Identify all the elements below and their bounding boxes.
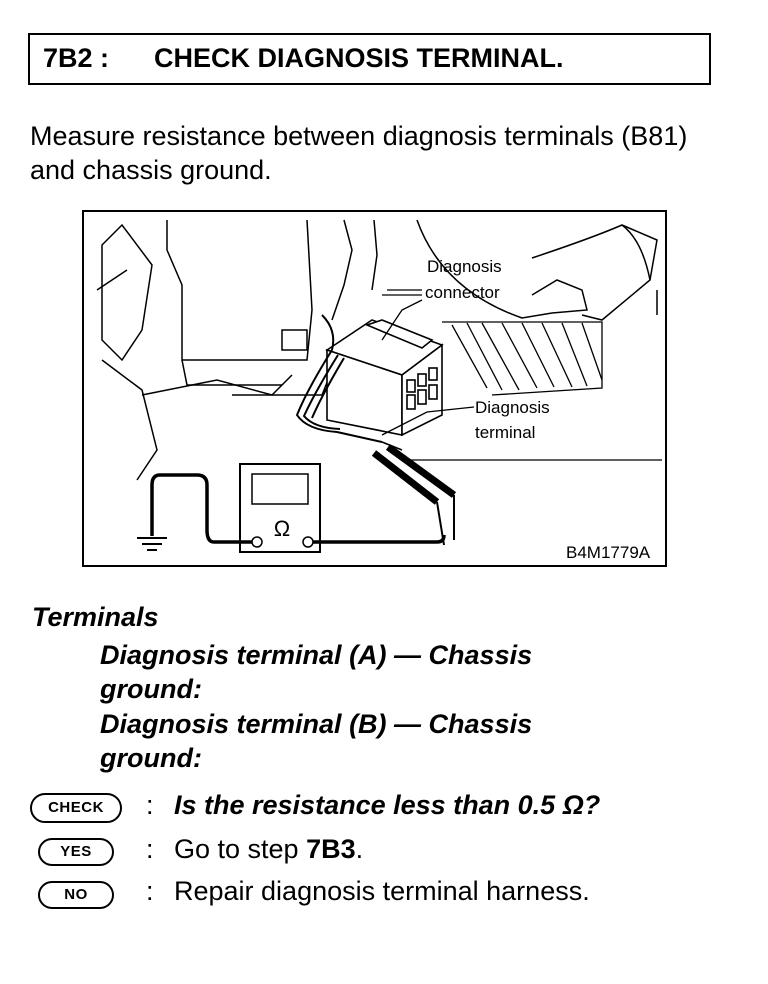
terminal-item: Diagnosis terminal (B) — Chassis ground:	[100, 707, 680, 775]
step-number: 7B2 :	[43, 43, 110, 73]
yes-colon: :	[146, 834, 154, 864]
yes-answer-step: 7B3	[306, 834, 356, 864]
check-question: Is the resistance less than 0.5 Ω?	[174, 790, 601, 820]
step-title: CHECK DIAGNOSIS TERMINAL.	[154, 43, 564, 73]
yes-badge: YES	[38, 838, 114, 866]
terminal-item: Diagnosis terminal (A) — Chassis ground:	[100, 638, 680, 706]
diagnosis-figure: Ω Diagnosis connector Diagnosis terminal…	[82, 210, 667, 567]
terminal-item-line2: ground:	[100, 743, 202, 773]
terminal-label-line1: Diagnosis	[475, 398, 550, 417]
ground-symbol	[137, 537, 167, 551]
no-badge: NO	[38, 881, 114, 909]
terminal-item-line1: Diagnosis terminal (A) — Chassis	[100, 640, 533, 670]
figure-code: B4M1779A	[566, 543, 651, 562]
ohm-symbol: Ω	[274, 516, 290, 541]
harness-wires	[295, 314, 345, 433]
instruction-text: Measure resistance between diagnosis ter…	[30, 121, 688, 185]
check-colon: :	[146, 790, 154, 820]
step-header: 7B2 : CHECK DIAGNOSIS TERMINAL.	[28, 33, 711, 85]
check-badge: CHECK	[30, 793, 122, 823]
connector-label-line2: connector	[425, 283, 500, 302]
yes-answer: Go to step 7B3.	[174, 834, 363, 865]
yes-answer-prefix: Go to step	[174, 834, 307, 864]
diagnosis-connector	[325, 319, 444, 437]
louver-panel	[442, 321, 603, 396]
terminals-heading: Terminals	[32, 602, 159, 632]
engine-bay-sketch	[96, 219, 658, 481]
terminal-item-line2: ground:	[100, 674, 202, 704]
no-colon: :	[146, 876, 154, 906]
ground-lead	[150, 473, 446, 544]
yes-answer-suffix: .	[355, 834, 364, 864]
no-answer: Repair diagnosis terminal harness.	[174, 876, 590, 906]
connector-label-line1: Diagnosis	[427, 257, 502, 276]
leader-lines	[381, 289, 662, 461]
ohmmeter: Ω	[239, 463, 321, 553]
terminal-item-line1: Diagnosis terminal (B) — Chassis	[100, 709, 533, 739]
terminal-label-line2: terminal	[475, 423, 535, 442]
